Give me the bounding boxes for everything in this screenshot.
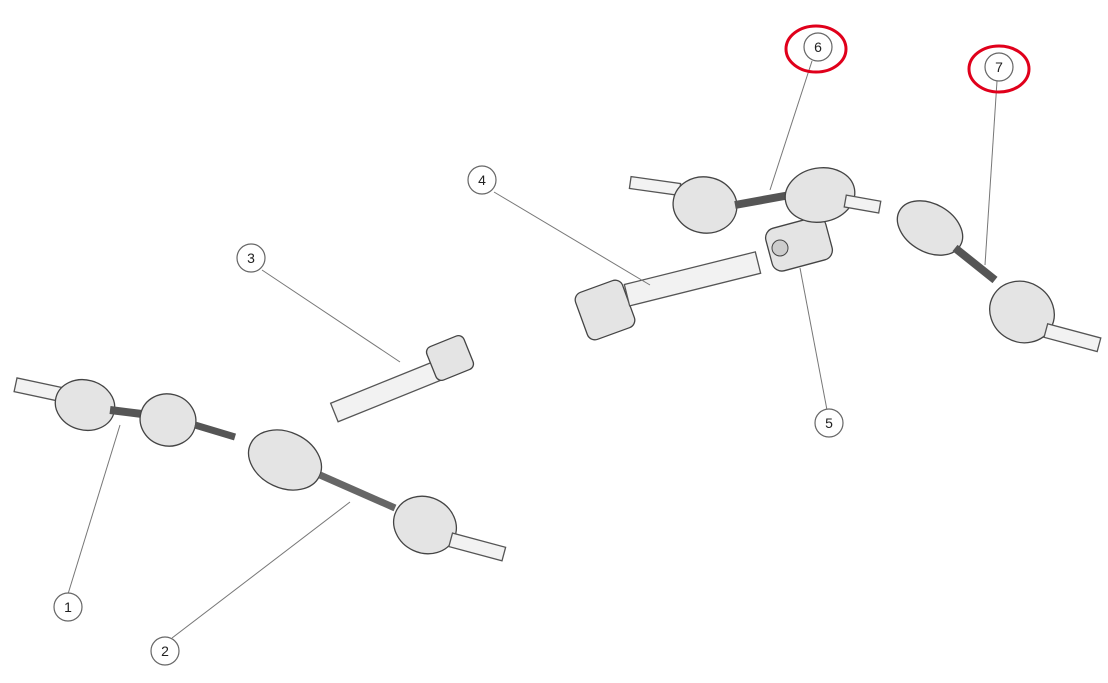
- svg-text:2: 2: [161, 643, 169, 659]
- leader-line-7: [984, 80, 998, 266]
- callout-1: 1: [53, 592, 83, 622]
- leader-line-1: [67, 424, 121, 595]
- leader-line-5: [799, 267, 828, 411]
- highlight-ring-6: [784, 24, 848, 74]
- callout-2: 2: [150, 636, 180, 666]
- leader-line-3: [261, 269, 401, 363]
- svg-text:5: 5: [825, 415, 833, 431]
- callout-5: 5: [814, 408, 844, 438]
- callout-4: 4: [467, 165, 497, 195]
- svg-text:6: 6: [814, 39, 822, 55]
- part-7-halfshaft: [896, 200, 1102, 353]
- part-6-halfshaft: [628, 167, 882, 234]
- leader-line-6: [769, 60, 813, 191]
- part-2-halfshaft: [247, 429, 507, 562]
- leader-line-2: [171, 501, 351, 639]
- part-5-bearing-bracket: [764, 216, 834, 272]
- svg-text:3: 3: [247, 250, 255, 266]
- callout-3: 3: [236, 243, 266, 273]
- callout-6: 6: [784, 24, 848, 74]
- leader-line-4: [493, 191, 651, 286]
- part-3-intermediate-shaft: [329, 334, 475, 423]
- highlight-ring-7: [967, 44, 1031, 94]
- callout-7: 7: [967, 44, 1031, 94]
- svg-text:7: 7: [995, 59, 1003, 75]
- svg-text:4: 4: [478, 172, 486, 188]
- svg-text:1: 1: [64, 599, 72, 615]
- part-4-intermediate-shaft: [574, 251, 762, 341]
- part-1-halfshaft: [13, 377, 237, 447]
